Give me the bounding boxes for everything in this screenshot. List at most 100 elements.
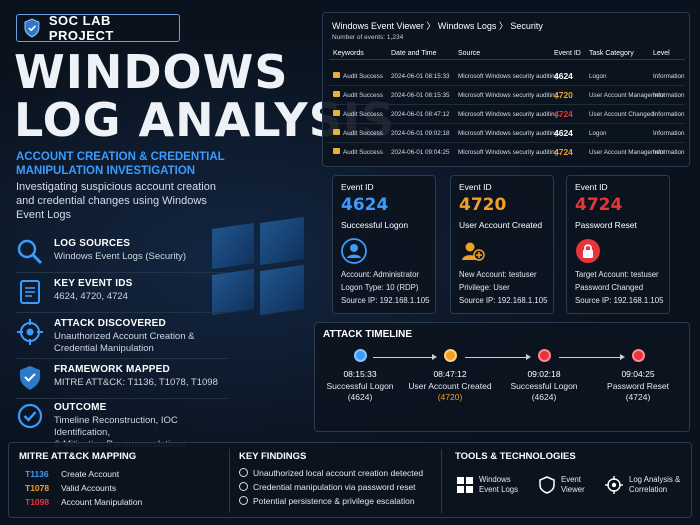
node-desc: Successful Logon (510, 381, 578, 391)
node-time: 08:47:12 (433, 369, 467, 379)
attack-timeline: ATTACK TIMELINE 08:15:33 Successful Logo… (314, 322, 690, 432)
timeline-dot (537, 349, 551, 362)
shield-icon (24, 18, 40, 38)
timeline-node: 08:47:12 User Account Created (4720) (405, 349, 495, 402)
event-card-4720: Event ID 4720 User Account Created New A… (450, 175, 554, 314)
badge-text: SOC LAB PROJECT (48, 13, 114, 43)
column-header: Level (653, 50, 670, 57)
cell-event-id: 4724 (554, 147, 573, 157)
card-event-id: 4724 (575, 195, 623, 215)
cell-level: Information (653, 73, 685, 80)
node-code: (4720) (437, 392, 463, 402)
card-detail: New Account: testuser (459, 270, 537, 279)
key-icon (333, 148, 340, 155)
check-icon (239, 496, 248, 506)
finding-item: Unauthorized local account creation dete… (239, 468, 423, 478)
table-row[interactable]: Audit Success 2024-06-01 08:15:33 Micros… (329, 67, 685, 86)
table-row[interactable]: Audit Success 2024-06-01 08:15:35 Micros… (329, 86, 685, 105)
cell-level: Information (653, 149, 685, 156)
key-icon (333, 72, 340, 79)
timeline-node: 09:02:18 Successful Logon (4624) (499, 349, 589, 402)
info-body: MITRE ATT&CK: T1136, T1078, T1098 (54, 377, 218, 388)
findings-title: KEY FINDINGS (239, 451, 307, 462)
cell-datetime: 2024-06-01 08:15:33 (391, 73, 450, 80)
user-icon (341, 238, 367, 264)
page-title-line1: WINDOWS (14, 45, 289, 99)
info-body: Windows Event Logs (Security) (54, 251, 186, 262)
shield-icon (20, 366, 40, 390)
page-description: Investigating suspicious account creatio… (16, 181, 216, 221)
cell-event-id: 4624 (554, 128, 573, 138)
cell-level: Information (653, 130, 685, 137)
column-header: Task Category (589, 50, 634, 57)
card-detail: Account: Administrator (341, 270, 420, 279)
windows-icon (457, 477, 473, 493)
tool-label: Event (561, 475, 581, 484)
card-detail: Logon Type: 10 (RDP) (341, 283, 419, 292)
node-time: 08:15:33 (343, 369, 377, 379)
cell-category: User Account Management (589, 149, 665, 156)
timeline-dot (353, 349, 367, 362)
tool-label: Correlation (629, 485, 668, 494)
timeline-arrow (373, 354, 437, 360)
cell-datetime: 2024-06-01 09:02:18 (391, 130, 450, 137)
key-icon (333, 91, 340, 98)
card-detail: Source IP: 192.168.1.105 (575, 296, 664, 305)
check-circle-icon (17, 403, 43, 429)
column-header: Source (458, 50, 481, 57)
lock-icon (576, 239, 600, 263)
info-body: Timeline Reconstruction, IOC Identificat… (54, 415, 178, 438)
node-code: (4624) (531, 392, 557, 402)
tool-item: Log Analysis &Correlation (605, 475, 680, 495)
event-viewer-panel: Windows Event Viewer 〉 Windows Logs 〉 Se… (322, 12, 690, 167)
timeline-arrow (465, 354, 531, 360)
info-framework-mapped: FRAMEWORK MAPPED MITRE ATT&CK: T1136, T1… (16, 364, 230, 392)
card-label: Event ID (341, 182, 374, 192)
info-head: FRAMEWORK MAPPED (54, 364, 170, 375)
breadcrumb: Windows Event Viewer 〉 Windows Logs 〉 Se… (332, 21, 543, 31)
target-icon (605, 476, 623, 494)
table-row[interactable]: Audit Success 2024-06-01 08:47:12 Micros… (329, 105, 685, 124)
card-label: Event ID (575, 182, 608, 192)
cell-event-id: 4624 (554, 71, 573, 81)
table-row[interactable]: Audit Success 2024-06-01 09:04:25 Micros… (329, 143, 685, 162)
cell-source: Microsoft Windows security auditing. (458, 149, 560, 156)
column-header: Date and Time (391, 50, 437, 57)
cell-source: Microsoft Windows security auditing. (458, 111, 560, 118)
timeline-title: ATTACK TIMELINE (323, 329, 413, 340)
document-icon (20, 280, 40, 304)
table-row[interactable]: Audit Success 2024-06-01 09:02:18 Micros… (329, 124, 685, 143)
cell-event-id: 4720 (554, 90, 573, 100)
divider (16, 358, 228, 359)
node-code: (4724) (625, 392, 651, 402)
node-desc: User Account Created (408, 381, 492, 391)
card-event-id: 4624 (341, 195, 389, 215)
info-head: KEY EVENT IDS (54, 278, 133, 289)
cell-level: Information (653, 92, 685, 99)
info-head: ATTACK DISCOVERED (54, 318, 166, 329)
tool-label: Event Logs (479, 485, 519, 494)
card-event-name: Successful Logon (341, 220, 409, 230)
target-icon (17, 319, 43, 345)
info-head: OUTCOME (54, 402, 107, 413)
search-icon (17, 239, 43, 265)
cell-event-id: 4724 (554, 109, 573, 119)
card-event-id: 4720 (459, 195, 507, 215)
cell-source: Microsoft Windows security auditing. (458, 92, 560, 99)
card-label: Event ID (459, 182, 492, 192)
info-body: Credential Manipulation (54, 343, 154, 354)
mitre-title: MITRE ATT&CK MAPPING (19, 451, 137, 462)
finding-item: Potential persistence & privilege escala… (239, 496, 415, 506)
cell-datetime: 2024-06-01 09:04:25 (391, 149, 450, 156)
key-findings: KEY FINDINGS Unauthorized local account … (231, 443, 441, 519)
cell-category: Logon (589, 73, 607, 80)
divider (16, 398, 228, 399)
info-body: Unauthorized Account Creation & (54, 331, 195, 342)
node-time: 09:02:18 (527, 369, 561, 379)
info-log-sources: LOG SOURCES Windows Event Logs (Security… (16, 238, 230, 266)
